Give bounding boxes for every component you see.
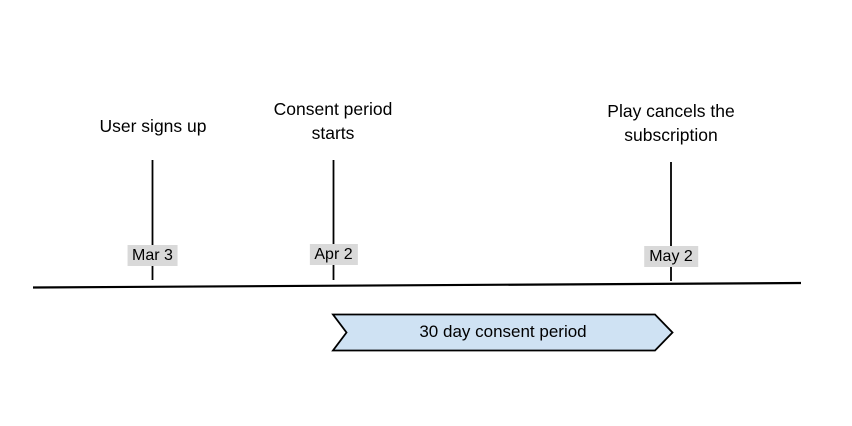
event-label-user-signs-up: User signs up [99, 116, 207, 136]
date-label-may-2: May 2 [644, 246, 698, 267]
consent-period-banner-shape [331, 313, 674, 352]
date-label-apr-2: Apr 2 [309, 244, 358, 265]
event-label-consent-period-starts: Consent period starts [273, 99, 393, 143]
consent-period-banner-label: 30 day consent period [419, 322, 587, 341]
timeline-axis [32, 281, 802, 289]
event-label-play-cancels-subscription: Play cancels the subscription [607, 101, 735, 145]
date-label-mar-3: Mar 3 [127, 245, 178, 266]
